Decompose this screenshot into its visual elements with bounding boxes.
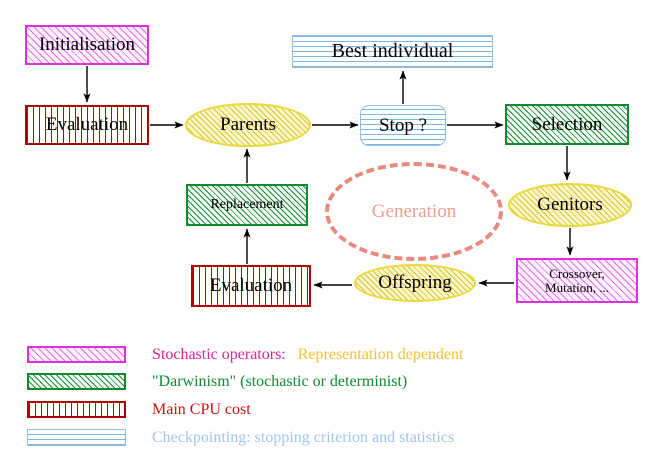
node-label: Best individual [331, 40, 454, 63]
legend-swatch-red [27, 401, 126, 418]
node-crossover-mutation[interactable]: Crossover, Mutation, ... [516, 258, 638, 303]
node-offspring[interactable]: Offspring [354, 264, 476, 302]
legend-swatch-blue [27, 429, 126, 446]
node-label: Offspring [378, 272, 452, 294]
legend-label-darwinism: "Darwinism" (stochastic or determinist) [152, 372, 408, 390]
node-label: Replacement [210, 196, 284, 212]
node-label: Parents [220, 114, 276, 136]
node-label: Selection [531, 113, 603, 135]
node-stop[interactable]: Stop ? [360, 105, 446, 146]
node-best-individual[interactable]: Best individual [292, 35, 493, 68]
legend-label-cpu: Main CPU cost [152, 400, 251, 418]
node-initialisation[interactable]: Initialisation [25, 25, 149, 65]
legend-label-checkpointing: Checkpointing: stopping criterion and st… [152, 428, 455, 446]
generation-label: Generation [371, 200, 457, 222]
generation-region: Generation [325, 162, 503, 261]
legend-row-cpu: Main CPU cost [27, 401, 251, 418]
legend-row-darwinism: "Darwinism" (stochastic or determinist) [27, 373, 407, 390]
legend-label-stochastic: Stochastic operators: [152, 345, 286, 363]
legend-swatch-green [27, 373, 126, 390]
node-selection[interactable]: Selection [505, 104, 629, 145]
legend-row-checkpointing: Checkpointing: stopping criterion and st… [27, 429, 454, 446]
legend-text-stochastic: Stochastic operators: Representation depe… [152, 345, 464, 363]
node-label: Crossover, Mutation, ... [545, 266, 609, 295]
legend-row-stochastic: Stochastic operators: Representation depe… [27, 346, 463, 363]
node-label: Stop ? [378, 114, 428, 136]
node-label: Evaluation [209, 275, 293, 297]
node-evaluation-top[interactable]: Evaluation [25, 105, 149, 145]
node-evaluation-bottom[interactable]: Evaluation [191, 265, 311, 307]
node-label: Evaluation [45, 114, 129, 136]
node-parents[interactable]: Parents [185, 103, 311, 147]
node-genitors[interactable]: Genitors [508, 183, 632, 227]
node-label: Genitors [537, 194, 603, 216]
node-replacement[interactable]: Replacement [186, 184, 308, 226]
node-label: Initialisation [38, 34, 136, 56]
legend-label-representation: Representation dependent [297, 345, 464, 363]
legend-swatch-magenta [27, 346, 126, 363]
